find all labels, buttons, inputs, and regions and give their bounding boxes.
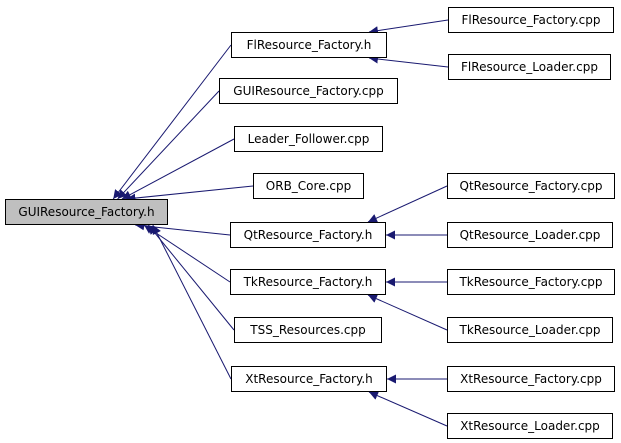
node-qt-resource-loader-cpp[interactable]: QtResource_Loader.cpp [447,222,613,248]
node-xt-resource-factory-h[interactable]: XtResource_Factory.h [231,366,387,392]
node-fl-resource-factory-h[interactable]: FlResource_Factory.h [231,32,387,58]
edge-gui_cpp-to-root [117,90,220,200]
node-xt-resource-factory-cpp[interactable]: XtResource_Factory.cpp [447,366,615,392]
edge-xt_h-to-root [152,224,232,380]
node-tk-resource-factory-cpp[interactable]: TkResource_Factory.cpp [447,269,615,295]
node-tss-resources-cpp[interactable]: TSS_Resources.cpp [234,317,382,343]
node-leader-follower-cpp[interactable]: Leader_Follower.cpp [234,126,383,152]
node-fl-resource-loader-cpp[interactable]: FlResource_Loader.cpp [448,54,611,80]
edge-orb_cpp-to-root [126,185,254,203]
node-tk-resource-factory-h[interactable]: TkResource_Factory.h [230,269,386,295]
node-qt-resource-factory-cpp[interactable]: QtResource_Factory.cpp [447,173,615,199]
node-fl-resource-factory-cpp[interactable]: FlResource_Factory.cpp [448,7,614,33]
node-orb-core-cpp[interactable]: ORB_Core.cpp [253,173,364,199]
edge-fl_fac_cpp-to-fl_h [368,19,449,36]
edge-qt_fac_cpp-to-qt_h [367,185,448,223]
edge-fl_ldr_cpp-to-fl_h [368,54,449,68]
node-qt-resource-factory-h[interactable]: QtResource_Factory.h [230,222,386,248]
edge-tss_cpp-to-root [148,224,235,331]
node-gui-resource-factory-cpp[interactable]: GUIResource_Factory.cpp [219,78,398,104]
node-gui-resource-factory-h[interactable]: GUIResource_Factory.h [5,199,168,225]
edge-xt_ldr_cpp-to-xt_h [368,391,448,427]
edge-fl_h-to-root [112,44,232,200]
edge-lf_cpp-to-root [121,138,235,200]
node-xt-resource-loader-cpp[interactable]: XtResource_Loader.cpp [447,413,613,439]
edge-tk_ldr_cpp-to-tk_h [367,294,448,331]
node-tk-resource-loader-cpp[interactable]: TkResource_Loader.cpp [447,317,613,343]
